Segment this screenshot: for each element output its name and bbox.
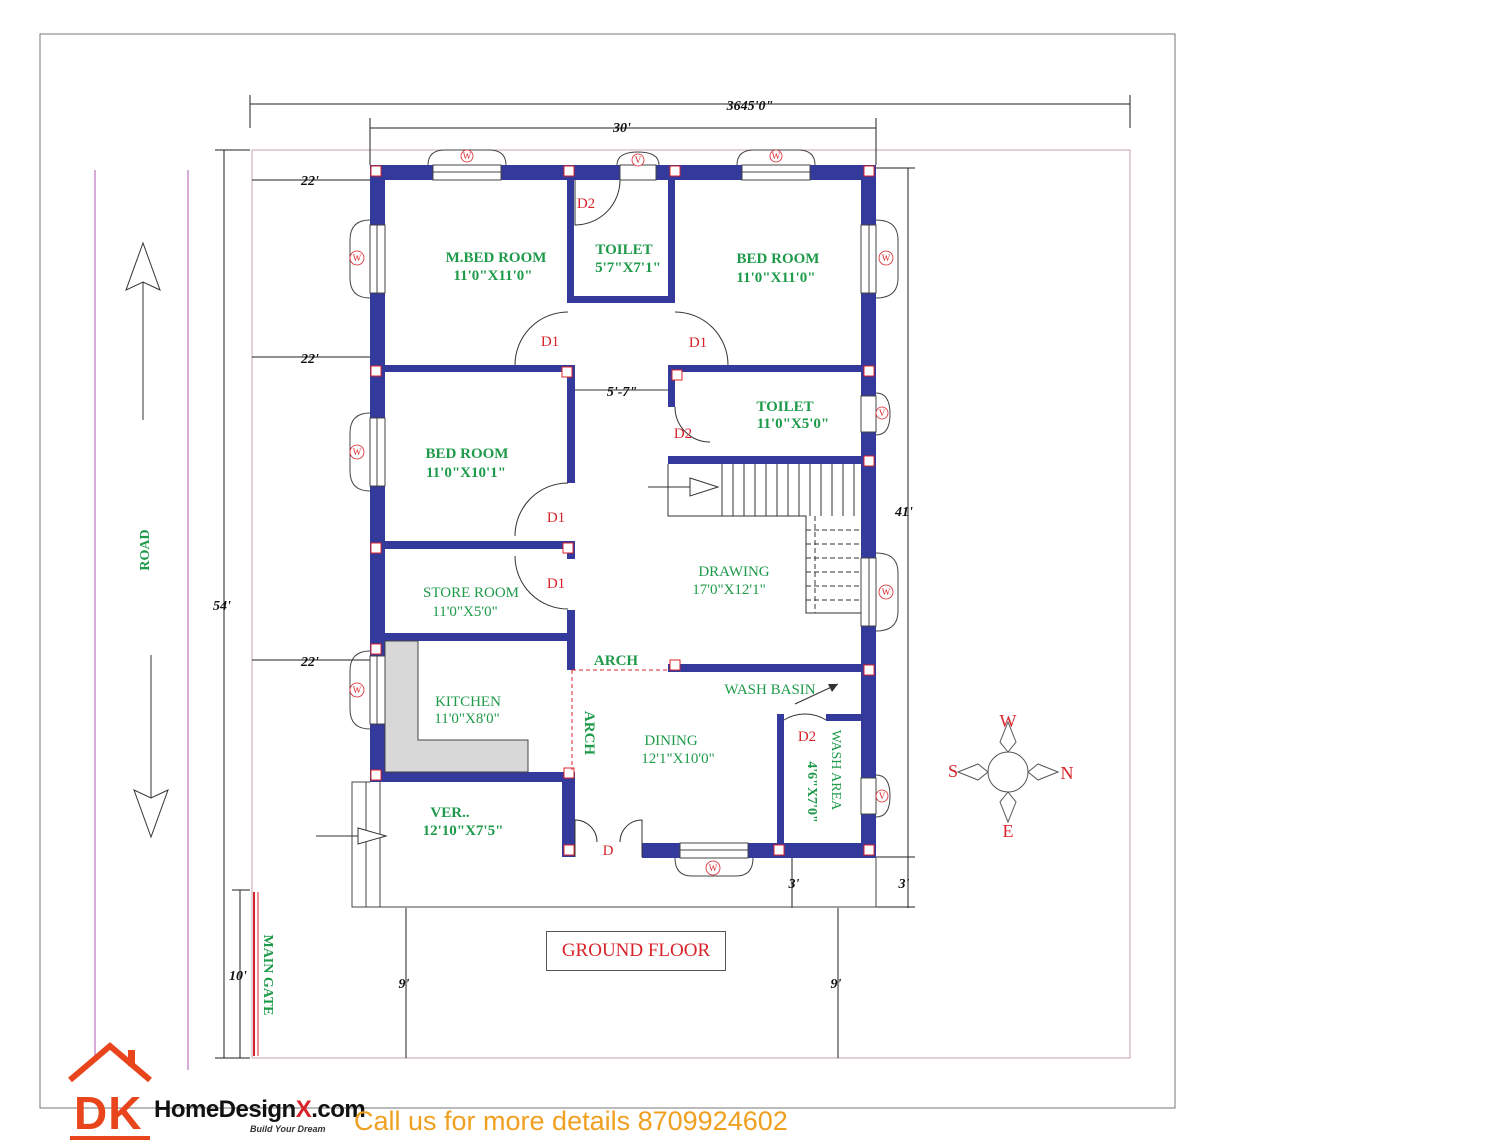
logo-tagline: Build Your Dream: [250, 1124, 326, 1134]
road-down-arrow: [133, 655, 169, 839]
bottom-dim-3a: 3': [788, 877, 800, 892]
main-gate-label: MAIN GATE: [260, 934, 275, 1015]
compass-n: N: [1061, 763, 1074, 783]
wash-basin-label: WASH BASIN: [724, 682, 815, 698]
drawing-size: 17'0"X12'1": [692, 582, 765, 598]
setback-dim-2: 22': [300, 352, 319, 367]
bottom-dim-3b: 3': [898, 877, 910, 892]
setback-dim-3: 22': [300, 655, 319, 670]
svg-text:V: V: [635, 155, 642, 165]
house-width-dim: 30': [612, 121, 631, 136]
door-d-main: D: [603, 843, 614, 859]
window-marks: W W V W W W W W V V W: [349, 149, 894, 876]
mbed-size: 11'0"X11'0": [453, 268, 532, 284]
column-markers: [370, 165, 875, 856]
door-d2-toilet-right: D2: [674, 426, 692, 442]
drawing-name: DRAWING: [698, 564, 769, 580]
svg-text:W: W: [709, 863, 718, 873]
bed-top-right-name: BED ROOM: [737, 251, 820, 267]
bed-top-right-size: 11'0"X11'0": [736, 270, 815, 286]
entry-arrow-head: [357, 827, 388, 845]
door-d1-bed-left: D1: [547, 510, 565, 526]
logo-name-com: .com: [311, 1096, 366, 1123]
front-left-dim: 9': [399, 977, 410, 992]
dimension-lines-right: [876, 167, 915, 908]
logo-house-icon: [68, 1042, 152, 1083]
wash-area-name: WASH AREA: [828, 730, 843, 811]
door-d2-wash: D2: [798, 729, 816, 745]
front-right-dim: 9': [831, 977, 842, 992]
svg-text:W: W: [353, 685, 362, 695]
toilet-right-size: 11'0"X5'0": [757, 416, 830, 432]
dimension-lines-front: [405, 858, 839, 1058]
plan-title: GROUND FLOOR: [546, 931, 726, 971]
overall-width-dim: 3645'0": [726, 99, 774, 114]
logo-dk: DK: [74, 1087, 143, 1139]
logo-base-bar: [70, 1136, 150, 1140]
wash-area-size: 4'6"X7'0": [804, 761, 819, 822]
verandah-size: 12'10"X7'5": [423, 823, 504, 839]
setback-dim-1: 22': [300, 174, 319, 189]
kitchen-name: KITCHEN: [435, 694, 501, 710]
svg-text:W: W: [882, 253, 891, 263]
bed-left-name: BED ROOM: [426, 446, 509, 462]
wash-basin-arrowhead: [828, 684, 838, 692]
verandah-name: VER..: [430, 805, 469, 821]
overall-depth-dim: 54': [213, 599, 231, 614]
kitchen-counter: [384, 640, 529, 773]
logo-name-main: HomeDesign: [154, 1096, 296, 1123]
house-depth-dim: 41': [894, 505, 913, 520]
plot-boundary: [251, 149, 1131, 1059]
svg-text:W: W: [772, 151, 781, 161]
kitchen-size: 11'0"X8'0": [434, 711, 499, 727]
svg-text:W: W: [353, 253, 362, 263]
svg-text:V: V: [879, 408, 886, 418]
dimension-lines-left: [215, 149, 372, 1059]
svg-text:W: W: [882, 587, 891, 597]
dining-size: 12'1"X10'0": [641, 751, 714, 767]
door-swings: [514, 179, 827, 857]
compass-w: W: [1000, 711, 1017, 731]
gate-width-dim: 10': [229, 969, 247, 984]
svg-text:W: W: [463, 151, 472, 161]
road-up-arrow: [125, 241, 161, 420]
compass: [956, 720, 1060, 824]
staircase: [648, 464, 861, 614]
door-d1-mbed: D1: [541, 334, 559, 350]
bed-left-size: 11'0"X10'1": [426, 465, 506, 481]
passage-dim: 5'-7": [607, 385, 637, 400]
road-label: ROAD: [138, 529, 153, 570]
svg-text:V: V: [879, 791, 886, 801]
door-d2-toilet-top: D2: [577, 196, 595, 212]
dining-name: DINING: [644, 733, 697, 749]
compass-s: S: [948, 761, 958, 781]
dimension-lines-top: [249, 95, 1131, 165]
call-us-text: Call us for more details 8709924602: [354, 1106, 788, 1136]
door-d1-store: D1: [547, 576, 565, 592]
verandah-plinth: [351, 781, 877, 908]
svg-text:W: W: [353, 447, 362, 457]
toilet-right-name: TOILET: [756, 399, 813, 415]
door-d1-bed-right: D1: [689, 335, 707, 351]
mbed-name: M.BED ROOM: [446, 250, 547, 266]
store-name: STORE ROOM: [423, 585, 519, 601]
drawing-frame: [39, 33, 1176, 1109]
toilet-top-name: TOILET: [595, 242, 652, 258]
toilet-top-size: 5'7"X7'1": [595, 260, 661, 276]
logo-name-x: X: [295, 1096, 312, 1123]
compass-e: E: [1003, 821, 1014, 841]
arch-label-v: ARCH: [581, 711, 597, 755]
store-size: 11'0"X5'0": [432, 604, 497, 620]
arch-label-h: ARCH: [594, 653, 638, 669]
logo-name: HomeDesignX.com: [154, 1096, 366, 1124]
